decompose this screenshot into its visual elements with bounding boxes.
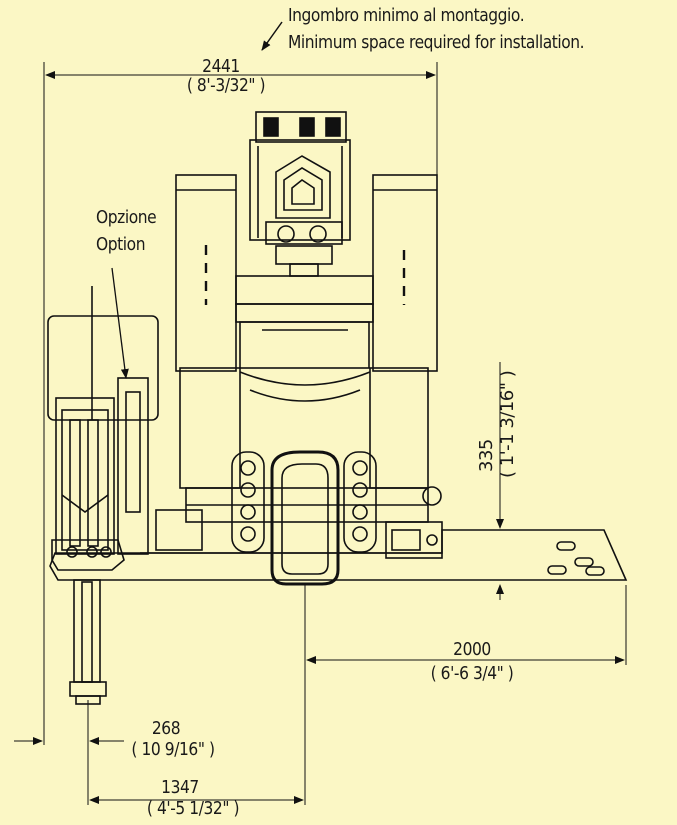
- note-english: Minimum space required for installation.: [288, 32, 585, 53]
- option-label-italian: Opzione: [96, 207, 157, 228]
- dim-left-offset-imperial: ( 10 9/16" ): [131, 739, 215, 760]
- dim-center-distance-mm: 1347: [161, 777, 199, 798]
- dim-height-offset-imperial: ( 1'-1 3/16" ): [497, 370, 518, 478]
- option-leader: [111, 267, 129, 379]
- dim-line-right-extent: [304, 585, 627, 805]
- option-label-english: Option: [96, 234, 146, 255]
- note-leader: [261, 21, 283, 51]
- dim-line-overall-width: [43, 62, 438, 745]
- dim-right-extent-imperial: ( 6'-6 3/4" ): [430, 663, 514, 684]
- dim-right-extent-mm: 2000: [453, 639, 491, 660]
- dim-left-offset-mm: 268: [151, 718, 181, 739]
- dim-overall-width-imperial: ( 8'-3/32" ): [186, 75, 266, 96]
- dim-line-left-offset: [14, 700, 124, 805]
- dim-overall-width-mm: 2441: [202, 56, 240, 77]
- dim-center-distance-imperial: ( 4'-5 1/32" ): [146, 798, 240, 819]
- machine-outline: [47, 111, 628, 705]
- note-italian: Ingombro minimo al montaggio.: [288, 5, 525, 26]
- dim-height-offset-mm: 335: [476, 439, 497, 472]
